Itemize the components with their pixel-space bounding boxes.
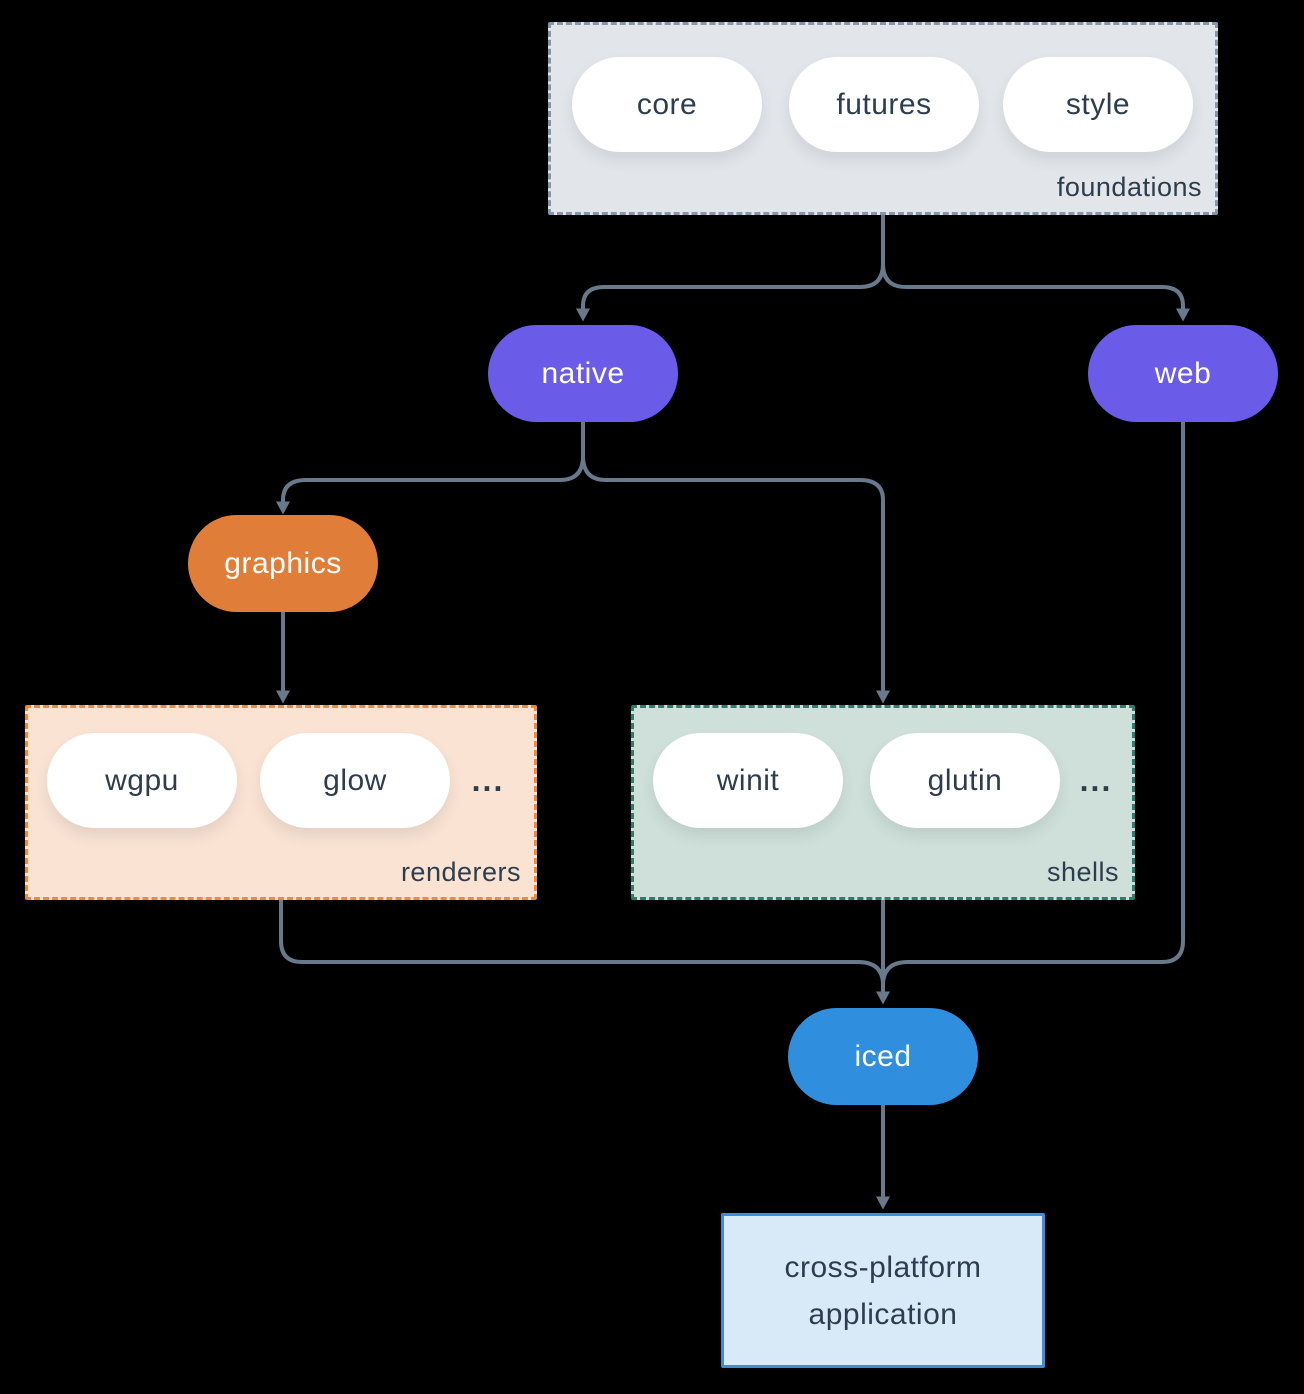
node-glutin-label: glutin xyxy=(927,763,1003,797)
renderers-group-label: renderers xyxy=(400,857,521,887)
edge-foundations-web xyxy=(881,263,1190,322)
node-winit: winit xyxy=(653,733,843,828)
node-futures-label: futures xyxy=(836,87,932,121)
node-iced-label: iced xyxy=(854,1039,912,1073)
node-glow: glow xyxy=(260,733,450,828)
node-graphics-label: graphics xyxy=(224,546,342,580)
shells-group-label: shells xyxy=(1046,857,1119,887)
node-wgpu: wgpu xyxy=(47,733,237,828)
node-futures: futures xyxy=(789,57,979,152)
node-glow-label: glow xyxy=(323,763,387,797)
node-style: style xyxy=(1003,57,1193,152)
edge-foundations-native xyxy=(576,263,885,322)
node-graphics: graphics xyxy=(188,515,378,612)
node-core-label: core xyxy=(636,87,698,121)
node-glutin: glutin xyxy=(870,733,1060,828)
edge-web-merge xyxy=(881,422,1185,986)
edge-renderers-merge xyxy=(279,900,885,986)
node-winit-label: winit xyxy=(716,763,780,797)
renderers-group: wgpu glow ... renderers xyxy=(25,705,537,900)
foundations-group-label: foundations xyxy=(1056,172,1202,202)
application-label-line2: application xyxy=(808,1297,958,1331)
node-wgpu-label: wgpu xyxy=(105,763,179,797)
edge-native-graphics xyxy=(276,455,585,515)
shells-group: winit glutin ... shells xyxy=(631,705,1135,900)
node-core: core xyxy=(572,57,762,152)
renderers-ellipsis: ... xyxy=(471,762,505,798)
node-native-label: native xyxy=(541,356,625,390)
node-web: web xyxy=(1088,325,1278,422)
foundations-group: core futures style foundations xyxy=(548,22,1218,215)
node-native: native xyxy=(488,325,678,422)
shells-ellipsis: ... xyxy=(1079,762,1113,798)
node-web-label: web xyxy=(1154,356,1212,390)
node-iced: iced xyxy=(788,1008,978,1105)
application-label-line1: cross-platform xyxy=(784,1250,982,1284)
node-cross-platform-application: cross-platform application xyxy=(721,1213,1045,1368)
node-style-label: style xyxy=(1065,87,1131,121)
edge-native-shells xyxy=(581,455,890,704)
